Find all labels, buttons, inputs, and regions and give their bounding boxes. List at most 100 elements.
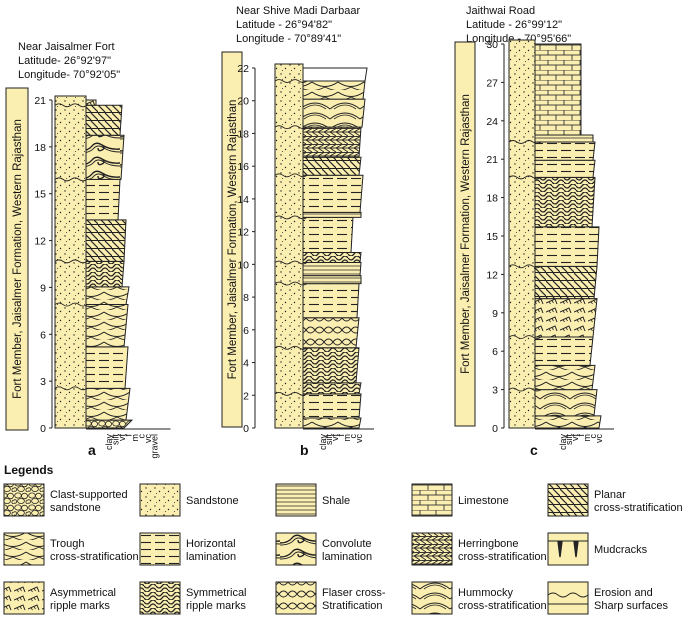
- site-longitude: Longitude - 70°89'41": [236, 33, 341, 45]
- bed-trough: [85, 304, 129, 348]
- site-latitude: Latitude - 26°99'12": [466, 19, 562, 31]
- legend-label: cross-stratification: [458, 600, 547, 612]
- bed-sym: [534, 176, 596, 228]
- legend-label: Sandstone: [186, 495, 239, 507]
- legend-swatch: [3, 532, 45, 566]
- erosion-surface: [274, 173, 308, 178]
- axis-tick-label: 6: [492, 346, 498, 358]
- erosion-surface: [54, 302, 88, 307]
- bed-trough: [302, 80, 366, 100]
- legend-label: lamination: [186, 551, 236, 563]
- legend-label: Horizontal: [186, 538, 236, 550]
- legend-label: ripple marks: [186, 600, 246, 612]
- bed-mudcrack: [302, 67, 368, 82]
- legend-label: Asymmetrical: [50, 587, 116, 599]
- axis-tick-label: 15: [486, 231, 498, 243]
- erosion-surface: [54, 177, 88, 182]
- grain-size-label: m: [130, 434, 140, 442]
- axis-tick-label: 24: [486, 116, 498, 128]
- bed-hummocky: [534, 389, 598, 417]
- legend-title: Legends: [4, 463, 54, 477]
- axis-tick-label: 30: [486, 39, 498, 51]
- bed-hlam: [85, 346, 129, 389]
- panel-label: c: [530, 442, 538, 458]
- sandstone-strip: [274, 63, 304, 429]
- bed-hlam: [534, 141, 596, 161]
- bed-hummocky: [302, 98, 366, 128]
- axis-tick-label: 6: [243, 325, 249, 337]
- bed-asym: [534, 298, 598, 338]
- legend-label: Symmetrical: [186, 587, 247, 599]
- bed-hlam: [302, 174, 364, 213]
- axis-tick-label: 3: [40, 376, 46, 388]
- erosion-surface: [274, 260, 308, 265]
- grain-size-label: c: [137, 434, 147, 439]
- axis-tick-label: 20: [237, 96, 249, 108]
- site-name: Near Shive Madi Darbaar: [236, 5, 360, 17]
- legend-swatch: [3, 483, 45, 517]
- bed-hlam: [302, 216, 354, 254]
- axis-tick-label: 0: [243, 423, 249, 435]
- bed-convolute: [85, 134, 125, 180]
- legend-label: Stratification: [322, 600, 383, 612]
- axis-tick-label: 4: [243, 358, 249, 370]
- axis-tick-label: 16: [237, 161, 249, 173]
- grain-size-label: vf: [330, 434, 340, 442]
- legend-swatch: [547, 581, 589, 615]
- bed-trough: [85, 387, 131, 421]
- grain-size-label: silt: [111, 434, 121, 445]
- legend-label: Shale: [322, 495, 350, 507]
- legend: LegendsClast-supportedsandstoneSandstone…: [3, 463, 683, 615]
- bed-asym: [85, 99, 97, 106]
- legend-item-shale: Shale: [275, 483, 350, 517]
- legend-label: cross-stratification: [50, 551, 139, 563]
- bed-lime: [534, 43, 582, 136]
- grain-size-label: vc: [354, 434, 364, 444]
- erosion-surface: [274, 345, 308, 350]
- bed-planar: [534, 265, 598, 300]
- bed-hlam: [534, 159, 596, 178]
- legend-label: cross-stratification: [458, 551, 547, 563]
- axis-tick-label: 9: [492, 308, 498, 320]
- legend-label: Flaser cross-: [322, 587, 386, 599]
- legend-label: Hummocky: [458, 587, 514, 599]
- grain-size-label: c: [348, 434, 358, 439]
- site-latitude: Latitude- 26°92'97": [18, 55, 111, 67]
- axis-tick-label: 22: [237, 63, 249, 75]
- axis-tick-label: 18: [237, 128, 249, 140]
- grain-size-label: gravel: [150, 434, 160, 459]
- axis-tick-label: 21: [486, 154, 498, 166]
- axis-tick-label: 0: [492, 423, 498, 435]
- axis-tick-label: 15: [34, 189, 46, 201]
- bed-planar: [85, 104, 123, 136]
- site-longitude: Longitude- 70°92'05": [18, 69, 120, 81]
- erosion-surface: [54, 386, 88, 391]
- bed-sym: [302, 347, 360, 384]
- legend-label: cross-stratification: [594, 502, 683, 514]
- grain-size-label: vf: [117, 434, 127, 442]
- axis-tick-label: 0: [40, 423, 46, 435]
- panel-label: b: [300, 442, 309, 458]
- formation-banner: [5, 87, 29, 431]
- bed-clast: [85, 419, 134, 429]
- bed-sym: [85, 260, 125, 288]
- grain-size-label: clay: [318, 434, 328, 451]
- grain-size-label: vc: [143, 434, 153, 444]
- grain-size-label: vc: [594, 434, 604, 444]
- axis-tick-label: 18: [486, 193, 498, 205]
- erosion-surface: [274, 215, 308, 220]
- site-latitude: Latitude - 26°94'82": [236, 19, 332, 31]
- legend-item-lime: Limestone: [411, 483, 509, 517]
- legend-swatch: [547, 532, 589, 566]
- legend-swatch: [411, 532, 453, 566]
- erosion-surface: [274, 391, 308, 396]
- axis-tick-label: 6: [40, 329, 46, 341]
